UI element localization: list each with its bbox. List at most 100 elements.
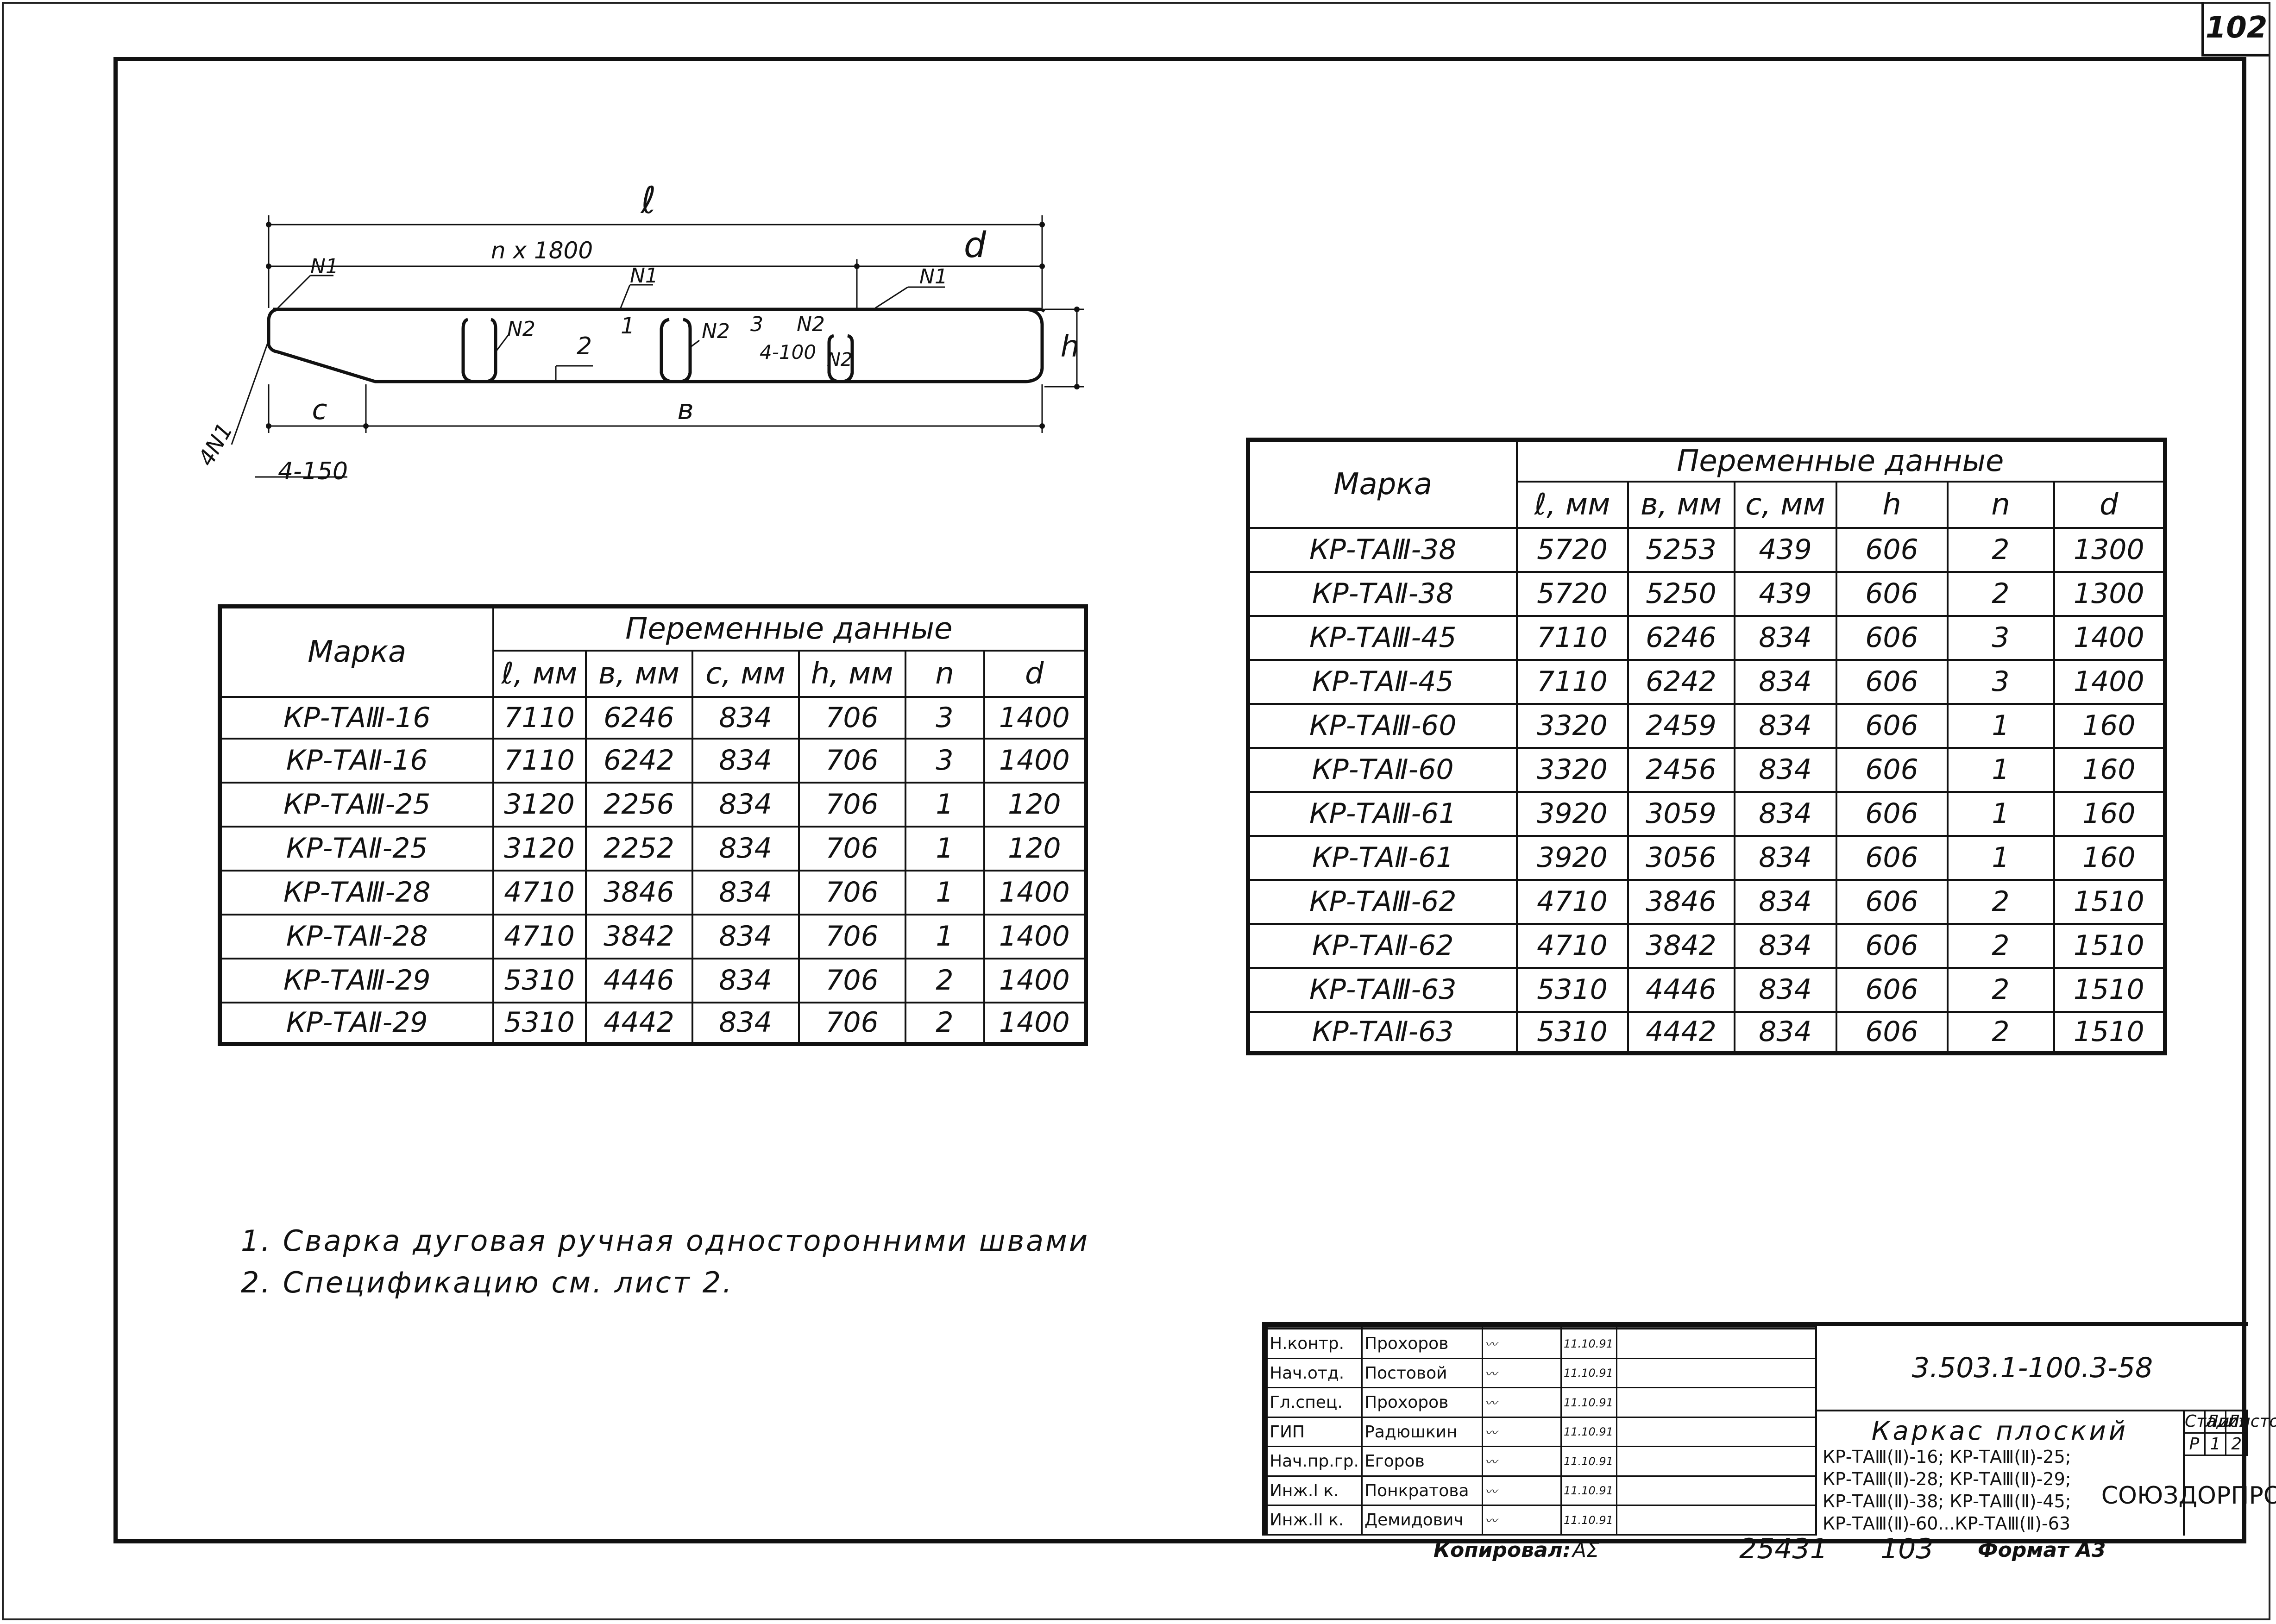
cell: 4710 — [492, 913, 587, 959]
cell: 1 — [904, 781, 985, 828]
cell: 439 — [1733, 527, 1837, 573]
col-l: ℓ, мм — [492, 649, 587, 698]
cell: 1 — [1946, 834, 2055, 881]
weld-150-label: 4-150 — [278, 458, 348, 485]
cell: КР-ТАⅢ-29 — [219, 957, 494, 1003]
col-l: ℓ, мм — [1515, 480, 1629, 529]
cell: 7110 — [492, 696, 587, 740]
stage-value: Р — [2183, 1432, 2206, 1456]
cell: КР-ТАⅢ-38 — [1247, 527, 1518, 573]
cell: 3920 — [1515, 790, 1629, 837]
strut-n2-1 — [461, 318, 473, 383]
top-chord — [273, 307, 1046, 313]
header-mark: Марка — [219, 605, 494, 698]
cell: 6246 — [585, 696, 693, 740]
sheet-number: 102 — [2201, 2, 2269, 56]
cell: 3 — [904, 696, 985, 740]
cell: КР-ТАⅡ-62 — [1247, 922, 1518, 969]
sig-name: Прохоров — [1361, 1387, 1483, 1418]
sheet-header: Лист — [2204, 1410, 2248, 1434]
cell: КР-ТАⅡ-29 — [219, 1001, 494, 1045]
cell: 1400 — [983, 737, 1087, 784]
cell: 2 — [904, 1001, 985, 1045]
cell: 834 — [691, 825, 800, 872]
cell: 6246 — [1627, 614, 1735, 661]
cell: 1 — [904, 825, 985, 872]
strut-n2-2 — [486, 318, 497, 383]
cell: 2256 — [585, 781, 693, 828]
cell: 834 — [691, 737, 800, 784]
strut-n2-6 — [842, 334, 854, 383]
signature-row: Нач.пр.гр.Егоров〰11.10.91 — [1266, 1446, 1817, 1477]
cell: 3120 — [492, 781, 587, 828]
cell: 834 — [1733, 702, 1837, 749]
cell: 4710 — [1515, 878, 1629, 925]
cell: 3846 — [1627, 878, 1735, 925]
label-n2-a: N2 — [507, 317, 535, 341]
cell: 5720 — [1515, 571, 1629, 617]
cell: КР-ТАⅡ-45 — [1247, 658, 1518, 705]
cell: КР-ТАⅢ-16 — [219, 696, 494, 740]
cell: 3320 — [1515, 746, 1629, 793]
note-1: 1. Сварка дуговая ручная односторонними … — [241, 1224, 1090, 1258]
sheets-value: 2 — [2225, 1432, 2248, 1456]
sig-name: Постовой — [1361, 1357, 1483, 1389]
cell: 834 — [691, 696, 800, 740]
cell: 606 — [1835, 790, 1949, 837]
cell: 706 — [798, 825, 906, 872]
cell: 1400 — [983, 696, 1087, 740]
cell: 834 — [1733, 658, 1837, 705]
cell: 834 — [691, 913, 800, 959]
sig-name: Егоров — [1361, 1446, 1483, 1477]
cell: 834 — [691, 1001, 800, 1045]
cell: 5253 — [1627, 527, 1735, 573]
sig-name: Понкратова — [1361, 1475, 1483, 1506]
cell: 1300 — [2053, 527, 2166, 573]
cell: 606 — [1835, 746, 1949, 793]
cell: 1 — [1946, 702, 2055, 749]
cell: 1400 — [983, 869, 1087, 915]
cell: 3842 — [585, 913, 693, 959]
cell: 834 — [1733, 614, 1837, 661]
cell: 7110 — [1515, 658, 1629, 705]
cell: 834 — [691, 957, 800, 1003]
inventory-number: 25431 — [1739, 1533, 1828, 1565]
cell: 7110 — [492, 737, 587, 784]
cell: 3 — [1946, 614, 2055, 661]
cell: 2 — [1946, 571, 2055, 617]
cell: КР-ТАⅢ-63 — [1247, 966, 1518, 1013]
signature-row: Нач.отд.Постовой〰11.10.91 — [1266, 1357, 1817, 1389]
cell: 706 — [798, 957, 906, 1003]
cell: 1510 — [2053, 1010, 2166, 1054]
dim-d-label: d — [964, 224, 987, 265]
sheet-value: 1 — [2204, 1432, 2227, 1456]
cell: 834 — [1733, 922, 1837, 969]
sig-date: 11.10.91 — [1560, 1475, 1617, 1506]
sig-name: Демидович — [1361, 1505, 1483, 1536]
cell: 1510 — [2053, 922, 2166, 969]
label-pos-2: 2 — [577, 332, 592, 360]
cell: 1510 — [2053, 966, 2166, 1013]
copied-by-label: Копировал: — [1434, 1538, 1571, 1562]
cell: 606 — [1835, 878, 1949, 925]
cell: 120 — [983, 781, 1087, 828]
sig-role: Инж.II к. — [1266, 1505, 1363, 1536]
cell: 3120 — [492, 825, 587, 872]
cell: 4710 — [492, 869, 587, 915]
cell: 6242 — [1627, 658, 1735, 705]
title-block: Н.контр.Прохоров〰11.10.91 Нач.отд.Постов… — [1262, 1322, 2276, 1536]
cell: 1400 — [983, 1001, 1087, 1045]
right-end-outline — [375, 307, 1044, 383]
col-b: в, мм — [585, 649, 693, 698]
cell: 606 — [1835, 527, 1949, 573]
cell: КР-ТАⅡ-63 — [1247, 1010, 1518, 1054]
sig-date: 11.10.91 — [1560, 1357, 1617, 1389]
title-line-1: КР-ТАⅢ(Ⅱ)-16; КР-ТАⅢ(Ⅱ)-25; — [1823, 1447, 2071, 1467]
